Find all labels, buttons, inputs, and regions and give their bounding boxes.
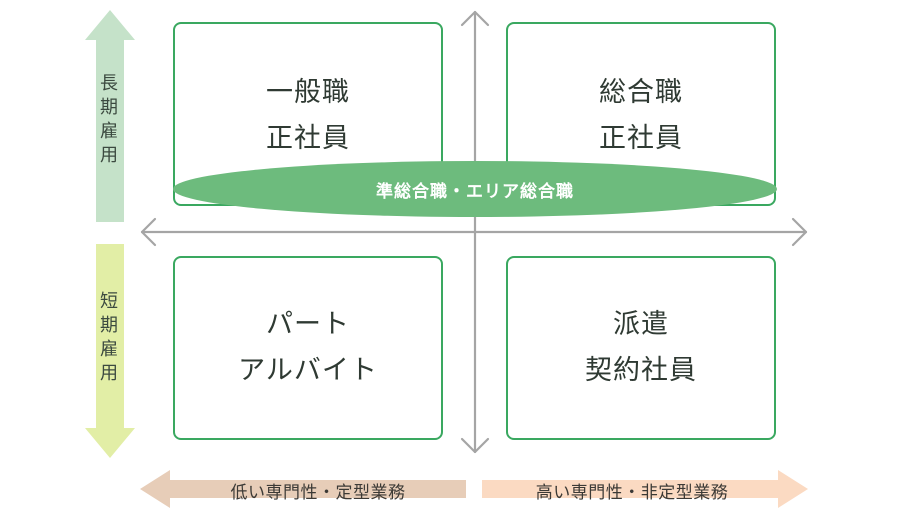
vertical-axis-bottom-arrowhead <box>460 437 490 454</box>
short-term-char: 短 <box>100 291 118 312</box>
short-term-char: 期 <box>100 315 118 336</box>
long-term-char: 用 <box>100 145 118 166</box>
high-specialty-arrow <box>482 470 808 508</box>
quadrant-line: アルバイト <box>238 355 378 386</box>
quadrant-line: 契約社員 <box>585 355 697 386</box>
horizontal-axis-left-arrowhead <box>140 217 157 247</box>
long-term-char: 期 <box>100 97 118 118</box>
quadrant-line: 派遣 <box>613 309 669 340</box>
high-specialty-label: 高い専門性・非定型業務 <box>535 482 729 503</box>
low-specialty-arrow <box>140 470 466 508</box>
horizontal-axis-right-arrowhead <box>791 217 808 247</box>
axes <box>140 10 808 454</box>
short-term-char: 雇 <box>100 339 118 360</box>
long-term-char: 雇 <box>100 121 118 142</box>
quadrant-line: 総合職 <box>599 77 683 108</box>
long-term-label: 長 期 雇 用 <box>94 72 124 168</box>
short-term-char: 用 <box>100 363 118 384</box>
low-specialty-label: 低い専門性・定型業務 <box>230 482 406 503</box>
short-term-arrow <box>85 244 135 458</box>
quadrant-dispatch-contract: 派遣 契約社員 <box>506 256 776 440</box>
quadrant-line: 正社員 <box>266 123 350 154</box>
short-term-label: 短 期 雇 用 <box>94 290 124 386</box>
quadrant-line: 正社員 <box>599 123 683 154</box>
quadrant-part-time: パート アルバイト <box>173 256 443 440</box>
quadrant-line: パート <box>266 309 350 340</box>
quadrant-line: 一般職 <box>266 77 350 108</box>
semi-career-track-label: 準総合職・エリア総合職 <box>376 181 574 202</box>
long-term-char: 長 <box>100 73 118 94</box>
vertical-axis-top-arrowhead <box>460 10 490 27</box>
long-term-arrow <box>85 10 135 222</box>
